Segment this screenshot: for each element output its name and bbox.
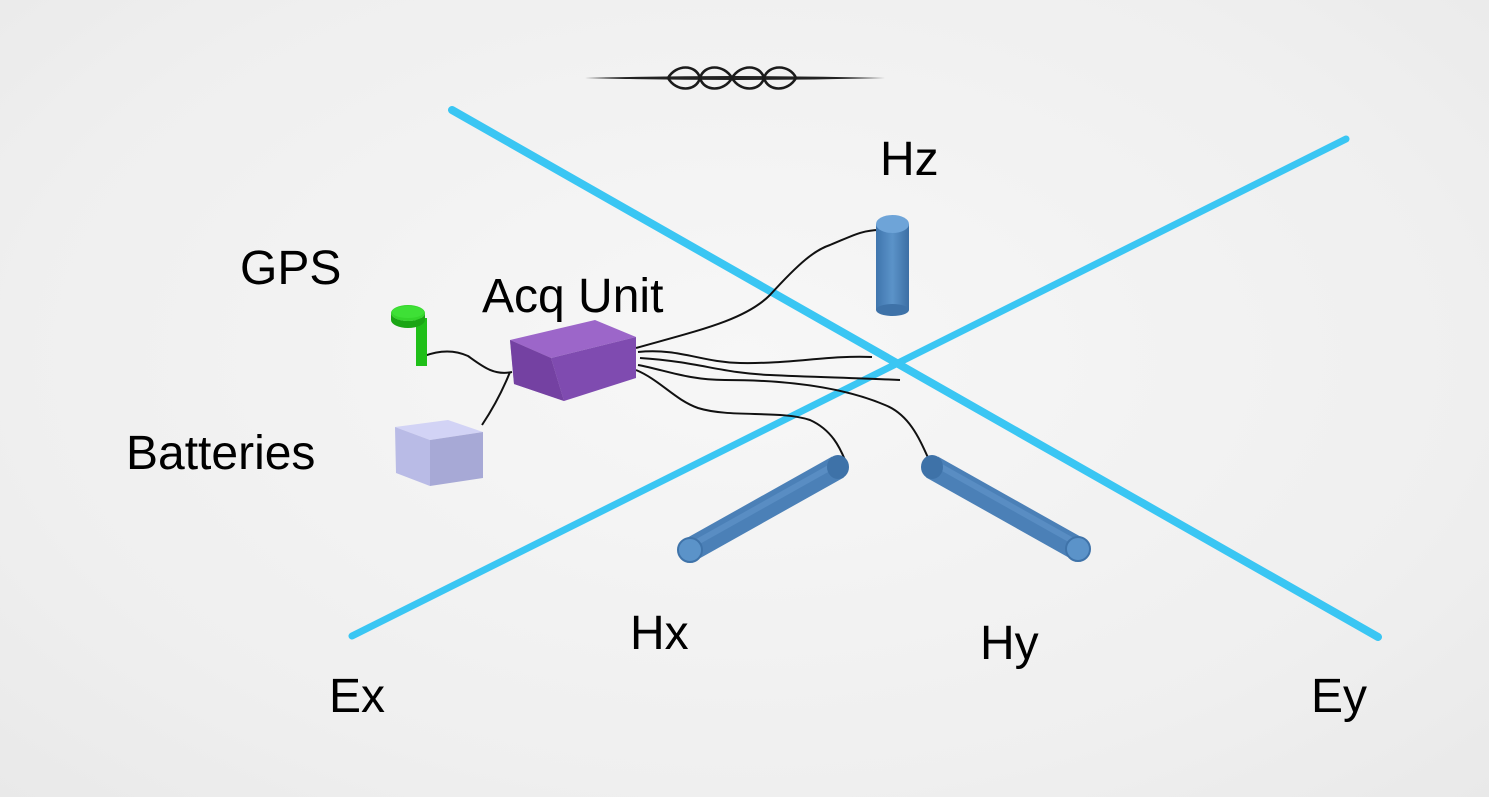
hy-magnetometer-icon [921, 455, 1091, 562]
acq-unit-icon [510, 320, 636, 401]
hy-label: Hy [980, 617, 1039, 670]
batteries-icon [395, 420, 483, 486]
ex-label: Ex [329, 670, 386, 723]
cable-to-center [637, 350, 873, 365]
cable-batteries [481, 371, 511, 426]
ex-electric-line [348, 135, 1350, 640]
hx-magnetometer-icon [677, 455, 849, 563]
cable-to-hz [635, 229, 881, 349]
gps-antenna-icon [391, 305, 427, 366]
batteries-label: Batteries [126, 427, 316, 480]
ornament-icon [585, 66, 885, 90]
cable-gps [423, 350, 513, 374]
gps-label: GPS [240, 242, 342, 295]
ey-electric-line [448, 106, 1382, 641]
cables [423, 229, 931, 463]
hx-label: Hx [630, 607, 689, 660]
cable-to-ey [639, 357, 901, 381]
cable-to-hy [637, 364, 931, 463]
hz-label: Hz [880, 133, 939, 186]
cable-to-hx [635, 369, 846, 461]
ey-label: Ey [1311, 670, 1368, 723]
hz-magnetometer-icon [876, 215, 909, 316]
acq-unit-label: Acq Unit [482, 270, 664, 323]
